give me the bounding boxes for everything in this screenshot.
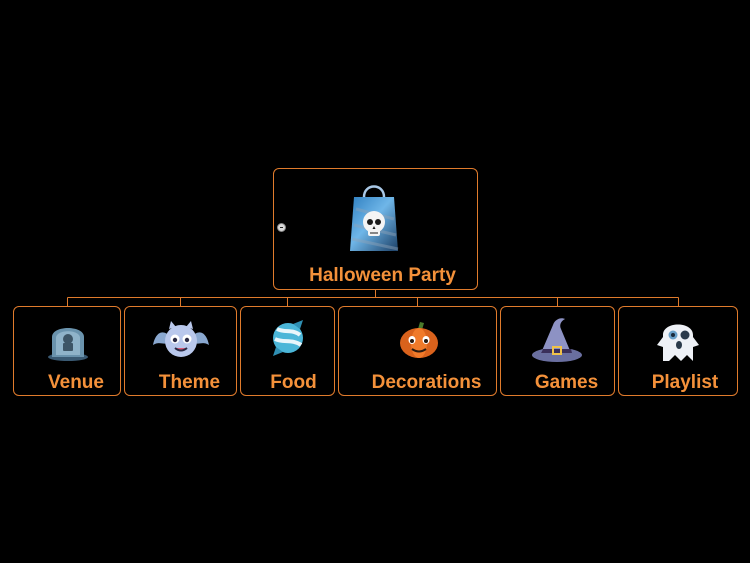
bat-icon (153, 321, 209, 357)
child-node-theme[interactable]: Theme (124, 306, 237, 396)
root-node-halloween-party[interactable]: Halloween Party (273, 168, 478, 290)
witch-hat-icon (532, 318, 582, 362)
skull-gift-bag-icon (350, 185, 399, 251)
ghost-icon (657, 324, 699, 361)
child-node-label-games: Games (534, 372, 599, 393)
child-node-label-decorations: Decorations (371, 372, 482, 393)
pumpkin-icon (400, 322, 438, 358)
child-node-decorations[interactable]: Decorations (338, 306, 497, 396)
child-node-venue[interactable]: Venue (13, 306, 121, 396)
child-node-playlist[interactable]: Playlist (618, 306, 738, 396)
child-node-food[interactable]: Food (240, 306, 335, 396)
collapse-toggle-button[interactable] (277, 223, 286, 232)
child-node-label-playlist: Playlist (651, 372, 719, 393)
tombstone-icon (48, 328, 88, 361)
child-node-games[interactable]: Games (500, 306, 615, 396)
candy-icon (273, 320, 303, 356)
child-node-label-venue: Venue (48, 372, 104, 393)
root-node-label: Halloween Party (309, 265, 456, 286)
child-node-label-food: Food (270, 372, 317, 393)
child-node-label-theme: Theme (158, 372, 221, 393)
